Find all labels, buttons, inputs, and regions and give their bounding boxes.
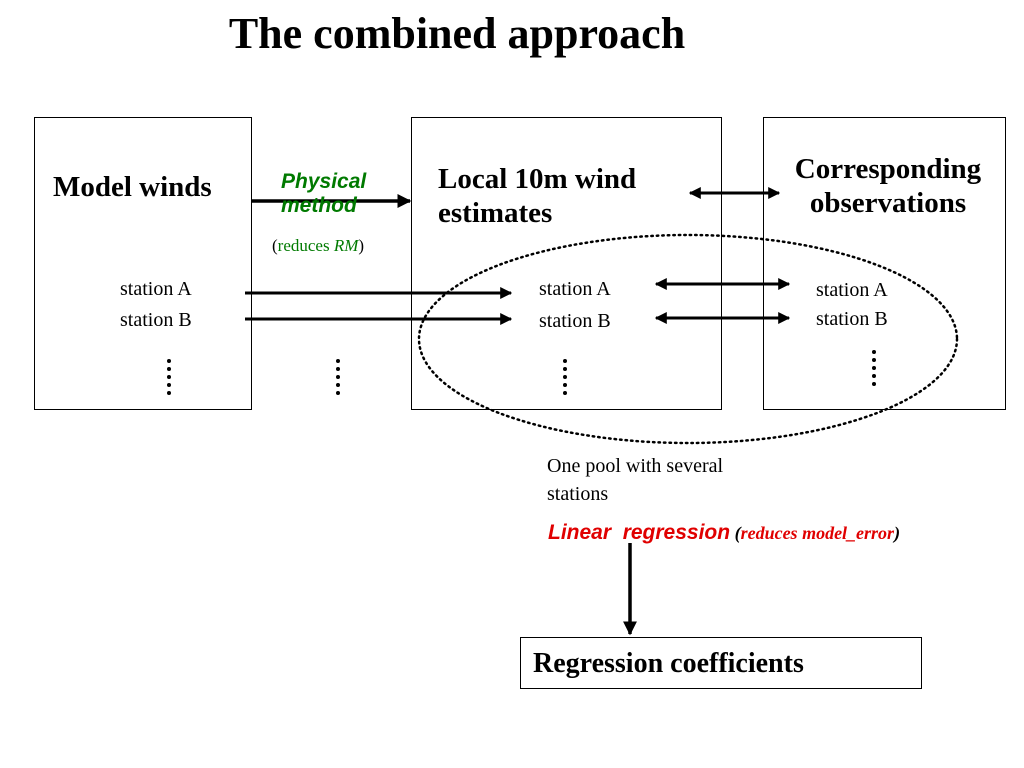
reduces-rm-symbol: RM bbox=[333, 236, 359, 255]
regression-note-open: ( bbox=[730, 523, 741, 543]
pool-description-line2: stations bbox=[547, 483, 609, 505]
model-winds-box bbox=[34, 117, 252, 410]
physical-method-line1: Physical bbox=[281, 170, 367, 193]
model-station-a: station A bbox=[120, 278, 192, 300]
ellipsis-dots-observations bbox=[872, 350, 876, 386]
pool-description-line1: One pool with several bbox=[547, 455, 724, 477]
local-estimates-heading-line1: Local 10m wind bbox=[438, 163, 637, 195]
ellipsis-dots-between bbox=[336, 359, 340, 395]
regression-coefficients-box bbox=[520, 637, 922, 689]
pool-description: One pool with several stations bbox=[547, 452, 723, 508]
observation-station-a: station A bbox=[816, 279, 888, 301]
physical-method-label: Physical method bbox=[281, 170, 366, 218]
local-estimates-heading-line2: estimates bbox=[438, 197, 553, 229]
observations-heading-line2: observations bbox=[809, 187, 967, 219]
reduces-rm-text: reduces bbox=[277, 236, 334, 255]
page-title-text: The combined approach bbox=[228, 9, 686, 58]
physical-method-line2: method bbox=[281, 194, 357, 217]
observations-heading-line1: Corresponding bbox=[794, 153, 982, 185]
observation-station-b: station B bbox=[816, 308, 888, 330]
local-estimates-box bbox=[411, 117, 722, 410]
estimate-station-a: station A bbox=[539, 278, 611, 300]
ellipsis-dots-estimates bbox=[563, 359, 567, 395]
station-pool-ellipse bbox=[417, 233, 959, 445]
regression-note-close: ) bbox=[894, 523, 901, 543]
observations-heading: Corresponding observations bbox=[776, 152, 1000, 220]
model-winds-heading: Model winds bbox=[53, 171, 212, 203]
reduces-rm-close: ) bbox=[358, 236, 365, 255]
reduces-rm-open: ( bbox=[272, 236, 278, 255]
regression-note-text: reduces model_error bbox=[740, 523, 895, 543]
model-station-b: station B bbox=[120, 309, 192, 331]
local-estimates-heading: Local 10m wind estimates bbox=[438, 162, 636, 230]
ellipsis-dots-model bbox=[167, 359, 171, 395]
regression-coefficients-label: Regression coefficients bbox=[533, 648, 804, 679]
linear-regression-label: Linear regression (reduces model_error) bbox=[548, 520, 900, 545]
linear-regression-text: Linear regression bbox=[548, 521, 731, 544]
estimate-station-b: station B bbox=[539, 310, 611, 332]
reduces-rm-note: (reduces RM) bbox=[272, 236, 364, 256]
page-title: The combined approach bbox=[0, 8, 1024, 59]
